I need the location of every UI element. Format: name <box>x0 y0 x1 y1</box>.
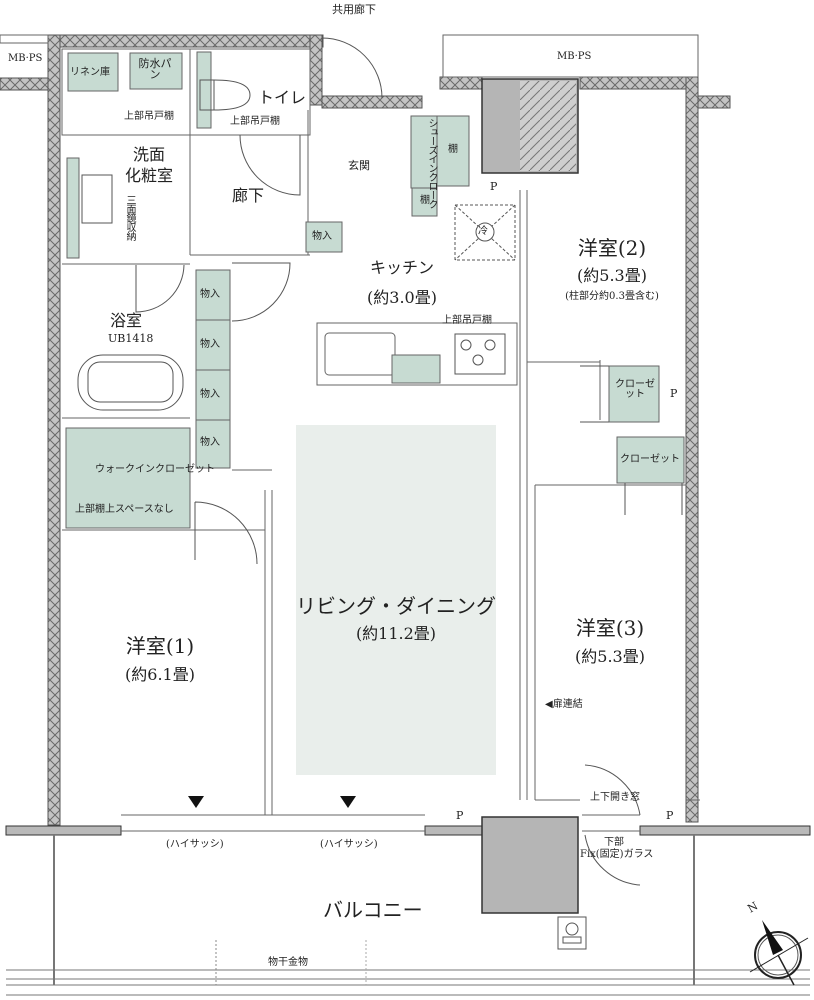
door-link-label: ◀扉連結 <box>545 699 583 710</box>
room2-size-label: (約5.3畳) <box>577 266 647 285</box>
room1-size-label: (約6.1畳) <box>125 665 195 684</box>
walkin-closet-label: ウォークインクローゼット <box>95 464 215 475</box>
window-lower-label: 下部 <box>604 837 624 848</box>
living-dining-size-label: (約11.2畳) <box>355 624 437 643</box>
storage-label-2: 物入 <box>200 339 220 350</box>
room2-label: 洋室(2) <box>577 236 647 260</box>
storage-label-3: 物入 <box>200 389 220 400</box>
upper-cabinet-label-1: 上部吊戸棚 <box>124 111 174 122</box>
balcony-label: バルコニー <box>323 898 423 922</box>
sash-marker-2 <box>340 796 356 808</box>
living-dining-floor <box>296 425 496 775</box>
high-sash-label-2: (ハイサッシ) <box>320 839 378 850</box>
pipe-space-label-entry: P <box>490 180 498 193</box>
mbps-left-label: MB·PS <box>8 53 43 64</box>
kitchen-size-label: (約3.0畳) <box>367 288 437 307</box>
drying-hardware-label: 物干金物 <box>268 957 308 968</box>
linen-closet-label: リネン庫 <box>70 67 110 78</box>
fixtures <box>77 79 516 411</box>
bathroom-label: 浴室 <box>110 311 143 330</box>
closet-room3-label: クローゼット <box>620 454 680 465</box>
pipe-space-label-balcony-left: P <box>456 809 464 822</box>
room3-label: 洋室(3) <box>575 616 645 640</box>
washroom-label-2: 化粧室 <box>125 166 174 185</box>
interior-walls <box>61 48 700 815</box>
shelf-label-2: 棚 <box>420 195 430 206</box>
window-fix-label: Fix(固定)ガラス <box>580 849 654 860</box>
door-swings <box>135 37 683 886</box>
washroom-label-1: 洗面 <box>133 145 166 164</box>
shelf-label-1: 棚 <box>448 144 458 155</box>
exterior-walls <box>0 34 731 826</box>
walkin-note-label: 上部棚上スペースなし <box>75 504 174 515</box>
sash-marker-1 <box>188 796 204 808</box>
entrance-label: 玄関 <box>348 159 370 172</box>
room3-size-label: (約5.3畳) <box>575 647 645 666</box>
bathroom-unit-label: UB1418 <box>108 332 154 345</box>
high-sash-label-1: (ハイサッシ) <box>166 839 224 850</box>
toilet-label: トイレ <box>258 88 307 107</box>
compass-icon <box>749 920 809 986</box>
upper-cabinet-label-2: 上部吊戸棚 <box>230 116 280 127</box>
kitchen-label: キッチン <box>369 258 435 277</box>
balcony-slab <box>5 814 811 996</box>
column-balcony <box>481 816 579 914</box>
living-dining-label: リビング・ダイニング <box>296 594 496 618</box>
storage-kitchen-label: 物入 <box>312 231 332 242</box>
ac-outdoor-unit <box>557 916 587 950</box>
mirror-storage-label: 三面鏡収納 <box>124 195 135 240</box>
column-hatch <box>520 81 576 171</box>
common-corridor-label: 共用廊下 <box>332 3 376 16</box>
storage-areas <box>65 51 685 529</box>
room2-note-label: (柱部分約0.3畳含む) <box>565 291 659 302</box>
waterproof-pan-label: 防水パン <box>138 57 172 81</box>
room1-label: 洋室(1) <box>125 634 195 658</box>
window-updown-label: 上下開き窓 <box>590 792 640 803</box>
pipe-space-label-room2: P <box>670 387 678 400</box>
fridge-label: 冷 <box>478 226 488 237</box>
storage-label-1: 物入 <box>200 289 220 300</box>
pipe-space-label-balcony-right: P <box>666 809 674 822</box>
shoes-in-closet-label: シューズインクローク <box>426 118 437 208</box>
hallway-label: 廊下 <box>232 186 265 205</box>
storage-label-4: 物入 <box>200 437 220 448</box>
closet-room2-label: クローゼット <box>615 379 655 400</box>
mbps-top-label: MB·PS <box>557 51 592 62</box>
kitchen-upper-cabinet-label: 上部吊戸棚 <box>442 315 492 326</box>
